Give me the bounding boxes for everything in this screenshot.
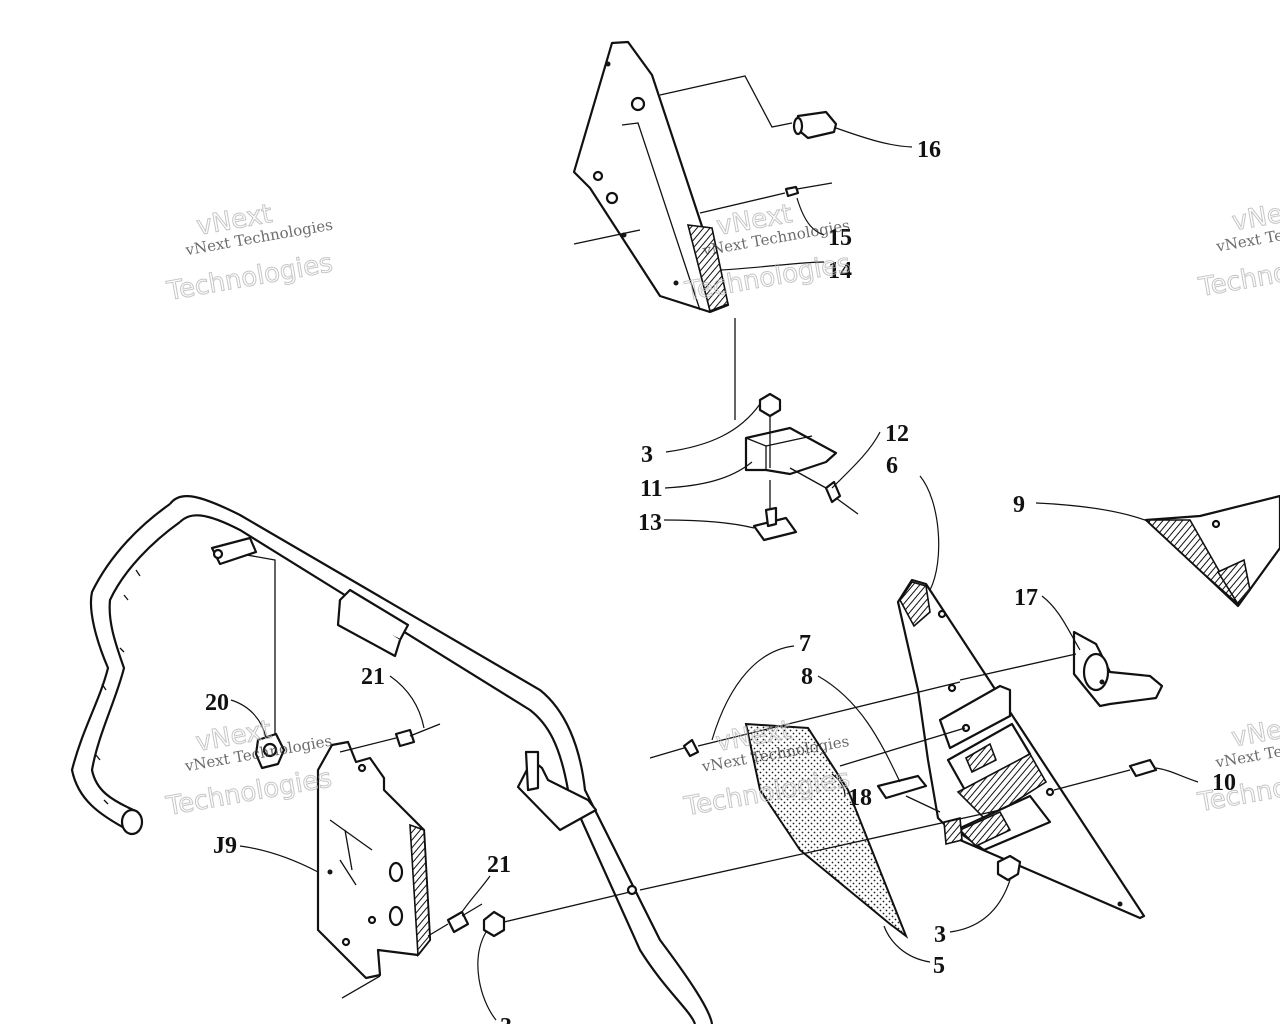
callout-13: 13 — [638, 510, 662, 536]
callout-18: 18 — [848, 785, 872, 811]
nut-3-right — [996, 854, 1022, 882]
watermark-group-right-bottom: vNext vNext Technologies Technologies — [1195, 710, 1280, 819]
callout-5: 5 — [933, 953, 945, 979]
watermark-word: Technologies — [1196, 244, 1280, 303]
screw-21-upper — [339, 723, 441, 753]
reinforcement-plate-9 — [1143, 494, 1280, 608]
axis-8 — [839, 653, 1077, 767]
callout-19: J9 — [213, 833, 237, 859]
upper-axis-lines — [229, 75, 833, 740]
bolt-12 — [789, 467, 859, 515]
callout-16: 16 — [917, 137, 941, 163]
screw-21-lower — [341, 903, 483, 999]
backing-plate-19 — [316, 740, 432, 980]
nut-3-left — [482, 891, 631, 938]
nut-3-upper — [758, 392, 782, 418]
callout-7: 7 — [799, 631, 811, 657]
callout-8: 8 — [801, 664, 813, 690]
watermark-group-left-bottom: vNext vNext Technologies Technologies — [163, 715, 335, 823]
callout-21-upper: 21 — [361, 664, 385, 690]
stud-plate-13 — [752, 506, 798, 542]
callout-3-right: 3 — [934, 922, 946, 948]
callout-labels: 16 15 14 3 12 11 6 13 9 17 7 8 21 20 10 … — [205, 137, 1236, 1024]
watermark-group-left-top: vNext vNext Technologies Technologies — [164, 199, 336, 308]
callout-9: 9 — [1013, 492, 1025, 518]
mesh-screen-5 — [744, 722, 909, 939]
callout-6: 6 — [886, 453, 898, 479]
callout-21-lower: 21 — [487, 852, 511, 878]
callout-11: 11 — [640, 476, 663, 502]
watermark-group-right-top: vNext vNext Technologies Technologies — [1195, 194, 1280, 304]
leader-lines — [230, 127, 1199, 1021]
watermark-word: Technologies — [1195, 760, 1280, 819]
upper-mounting-bracket — [572, 40, 730, 314]
spacer-18 — [876, 774, 941, 813]
side-panel-6 — [896, 578, 1146, 920]
bushing-16 — [792, 110, 838, 140]
bracket-17 — [1072, 630, 1164, 708]
callout-17: 17 — [1014, 585, 1038, 611]
callout-12: 12 — [885, 421, 909, 447]
callout-14: 14 — [828, 258, 852, 284]
bolt-10 — [639, 758, 1158, 891]
clamp-20 — [254, 732, 286, 770]
callout-3-upper: 3 — [641, 442, 653, 468]
callout-15: 15 — [828, 225, 852, 251]
handlebar-tube — [70, 494, 714, 1024]
mounting-clip-11 — [744, 409, 838, 510]
callout-10: 10 — [1212, 770, 1236, 796]
rivet-15 — [784, 185, 800, 198]
rivet-7 — [649, 681, 961, 759]
callout-20: 20 — [205, 690, 229, 716]
callout-3-bottom: 3 — [500, 1014, 512, 1024]
